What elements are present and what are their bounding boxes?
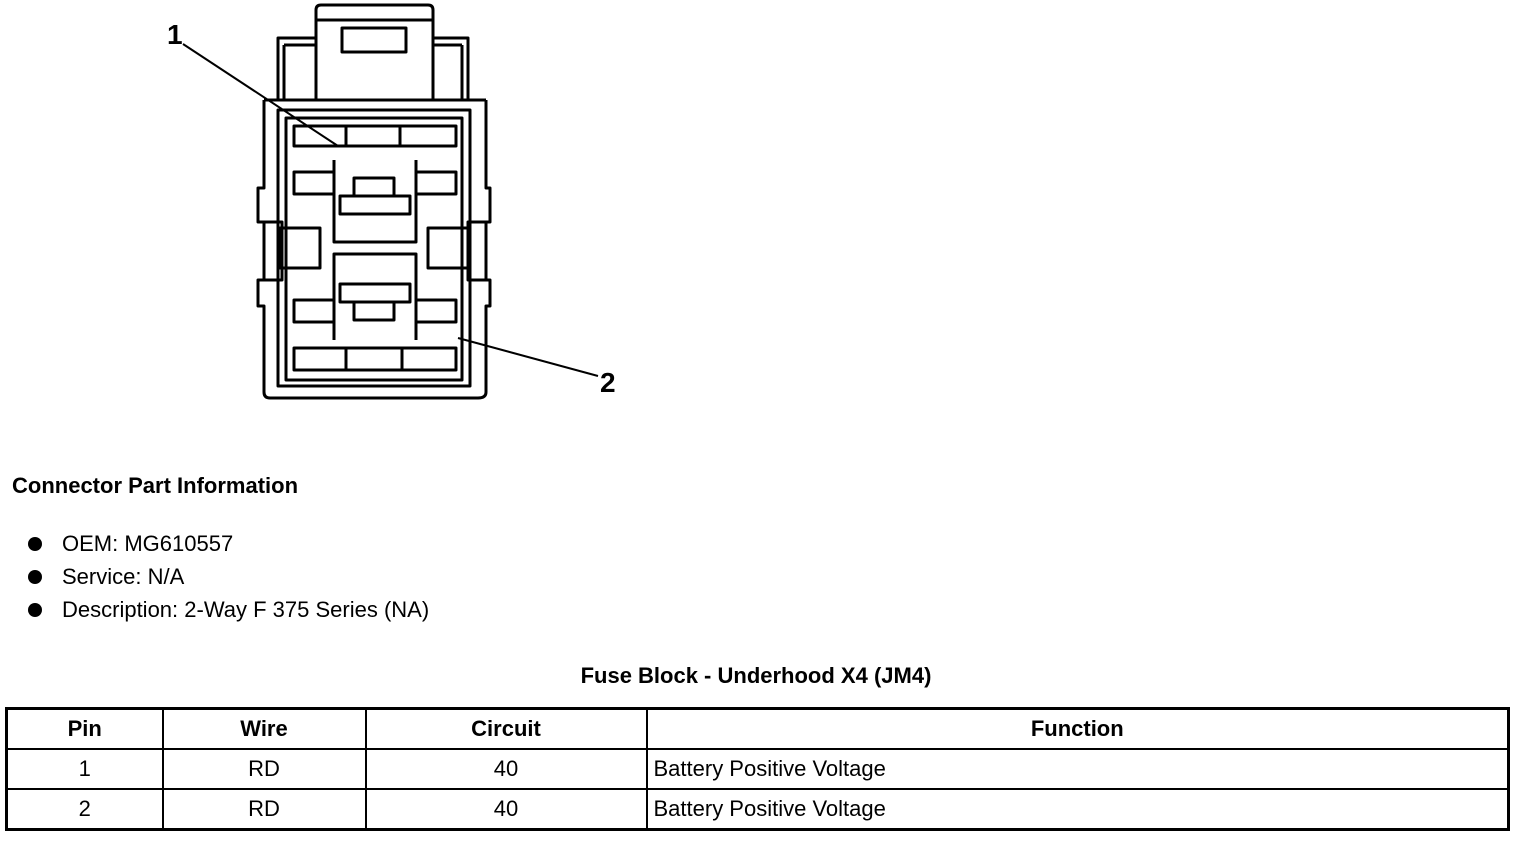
header-pin: Pin — [5, 707, 164, 750]
connector-info-list: OEM: MG610557 Service: N/A Description: … — [28, 527, 429, 626]
list-item: Description: 2-Way F 375 Series (NA) — [28, 593, 429, 626]
header-wire: Wire — [161, 707, 367, 750]
oem-text: OEM: MG610557 — [62, 531, 234, 556]
description-text: Description: 2-Way F 375 Series (NA) — [62, 597, 430, 622]
table-row: 2 RD 40 Battery Positive Voltage — [5, 788, 1510, 831]
cell-circuit: 40 — [364, 748, 648, 790]
callout-1-leader — [182, 43, 339, 147]
cell-wire: RD — [161, 788, 367, 831]
connector-shoulders — [264, 36, 485, 102]
service-text: Service: N/A — [62, 564, 185, 589]
pin-2-cavity — [292, 252, 458, 372]
cell-pin: 2 — [5, 788, 164, 831]
pin-1-cavity — [292, 124, 458, 244]
list-item: OEM: MG610557 — [28, 527, 429, 560]
table-header-row: Pin Wire Circuit Function — [5, 707, 1510, 750]
cell-wire: RD — [161, 748, 367, 790]
connector-info-title: Connector Part Information — [12, 473, 299, 498]
bullet-icon — [28, 536, 42, 551]
pinout-table: Pin Wire Circuit Function 1 RD 40 Batter… — [5, 707, 1510, 831]
cell-pin: 1 — [5, 748, 164, 790]
callout-2-leader — [457, 337, 599, 377]
header-circuit: Circuit — [364, 707, 648, 750]
table-title: Fuse Block - Underhood X4 (JM4) — [580, 663, 932, 688]
bullet-icon — [28, 602, 42, 617]
bullet-icon — [28, 569, 42, 584]
callout-1-label: 1 — [167, 19, 183, 50]
cell-circuit: 40 — [364, 788, 648, 831]
header-function: Function — [645, 707, 1510, 750]
list-item: Service: N/A — [28, 560, 429, 593]
connector-diagram: 1 2 — [167, 3, 616, 400]
cell-function: Battery Positive Voltage — [645, 788, 1510, 831]
cell-function: Battery Positive Voltage — [645, 748, 1510, 790]
table-row: 1 RD 40 Battery Positive Voltage — [5, 748, 1510, 790]
connector-housing — [256, 98, 492, 400]
connector-latch — [314, 3, 435, 100]
callout-2-label: 2 — [600, 367, 616, 398]
